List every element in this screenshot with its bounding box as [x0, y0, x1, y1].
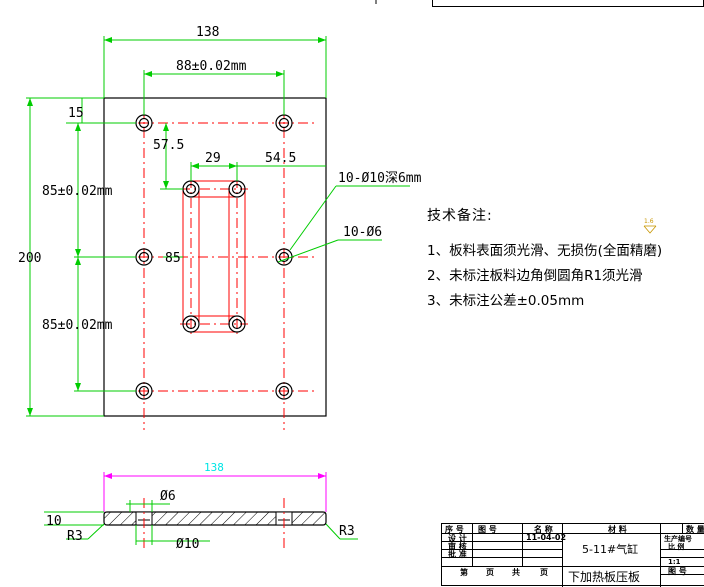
holes [135, 114, 293, 400]
tb-name-label: 名 称 [534, 525, 553, 534]
note-item-1: 1、板料表面须光滑、无损伤(全面精磨) [427, 243, 663, 259]
dim-radius-right: R3 [339, 524, 355, 539]
surface-roughness-symbol: 1.6 [643, 218, 657, 234]
tb-scale-label: 比 例 [668, 543, 685, 551]
section-dimension-lines [44, 500, 358, 545]
dim-width: 138 [196, 25, 219, 40]
tb-part-name: 下加热板压板 [568, 570, 641, 584]
notes-title: 技术备注: [427, 208, 493, 224]
tb-seq-label: 序 号 [445, 525, 464, 534]
dim-lower-pitch: 85±0.02mm [42, 318, 113, 333]
tb-drawing-no-label: 图 号 [478, 525, 497, 534]
dim-slot-height: 85 [165, 251, 181, 266]
technical-notes: 技术备注: 1、板料表面须光滑、无损伤(全面精磨) 2、未标注板料边角倒圆角R1… [427, 205, 704, 314]
note-item-3: 3、未标注公差±0.05mm [427, 293, 585, 309]
roughness-value: 1.6 [644, 218, 654, 225]
hole-slot-br [228, 315, 246, 333]
tb-drawing-label: 图 号 [668, 567, 687, 576]
tb-review-label: 审 核 [448, 542, 467, 551]
plan-view: 138 88±0.02mm 15 57.5 29 54.5 200 85±0.0… [18, 25, 422, 430]
tb-page-label-3: 共 [512, 568, 520, 577]
tb-qty-label: 数 量 [686, 525, 704, 534]
callout-holes: 10-Ø6 [343, 225, 382, 240]
dim-thickness: 10 [46, 514, 62, 529]
section-width-dimension [103, 472, 327, 512]
dim-inner-offset: 57.5 [153, 138, 184, 153]
top-frame-strip [432, 0, 704, 7]
dim-section-hole: Ø6 [160, 489, 176, 504]
dimension-arrows [27, 37, 326, 416]
section-body [103, 511, 327, 526]
centerlines [78, 88, 318, 430]
section-view: 138 Ø6 Ø10 10 R3 R3 [44, 461, 358, 552]
tb-design-label: 设 计 [448, 534, 467, 543]
dim-section-width: 138 [204, 461, 224, 474]
hole-bottom-right [275, 382, 293, 400]
dim-upper-pitch: 85±0.02mm [42, 184, 113, 199]
dim-slot-offset: 54.5 [265, 151, 296, 166]
hole-slot-bl [182, 315, 200, 333]
tb-page-label-2: 页 [486, 568, 494, 577]
tb-production-no-label: 生产编号 [664, 535, 692, 543]
tb-scale-value: 1:1 [668, 558, 681, 566]
tb-project: 5-11#气缸 [582, 543, 639, 556]
dimension-lines [26, 36, 410, 417]
callout-counterbore: 10-Ø10深6mm [338, 171, 422, 186]
dim-height: 200 [18, 251, 41, 266]
slot-outline [182, 180, 246, 333]
section-centerlines [143, 498, 285, 552]
tb-material-label: 材 料 [608, 525, 627, 534]
dim-top-offset: 15 [68, 106, 84, 121]
tb-date: 11-04-02 [526, 533, 567, 542]
dim-radius-left: R3 [67, 529, 83, 544]
dim-section-cbore: Ø10 [176, 537, 199, 552]
tb-approve-label: 批 准 [448, 550, 467, 559]
title-block: 序 号 图 号 名 称 材 料 数 量 设 计 11-04-02 审 核 批 准… [441, 523, 704, 587]
note-item-2: 2、未标注板料边角倒圆角R1须光滑 [427, 268, 643, 284]
dim-hole-span: 88±0.02mm [176, 59, 247, 74]
tb-page-label-1: 第 [460, 568, 468, 577]
tb-page-label-4: 页 [540, 568, 548, 577]
dim-slot-width: 29 [205, 151, 221, 166]
